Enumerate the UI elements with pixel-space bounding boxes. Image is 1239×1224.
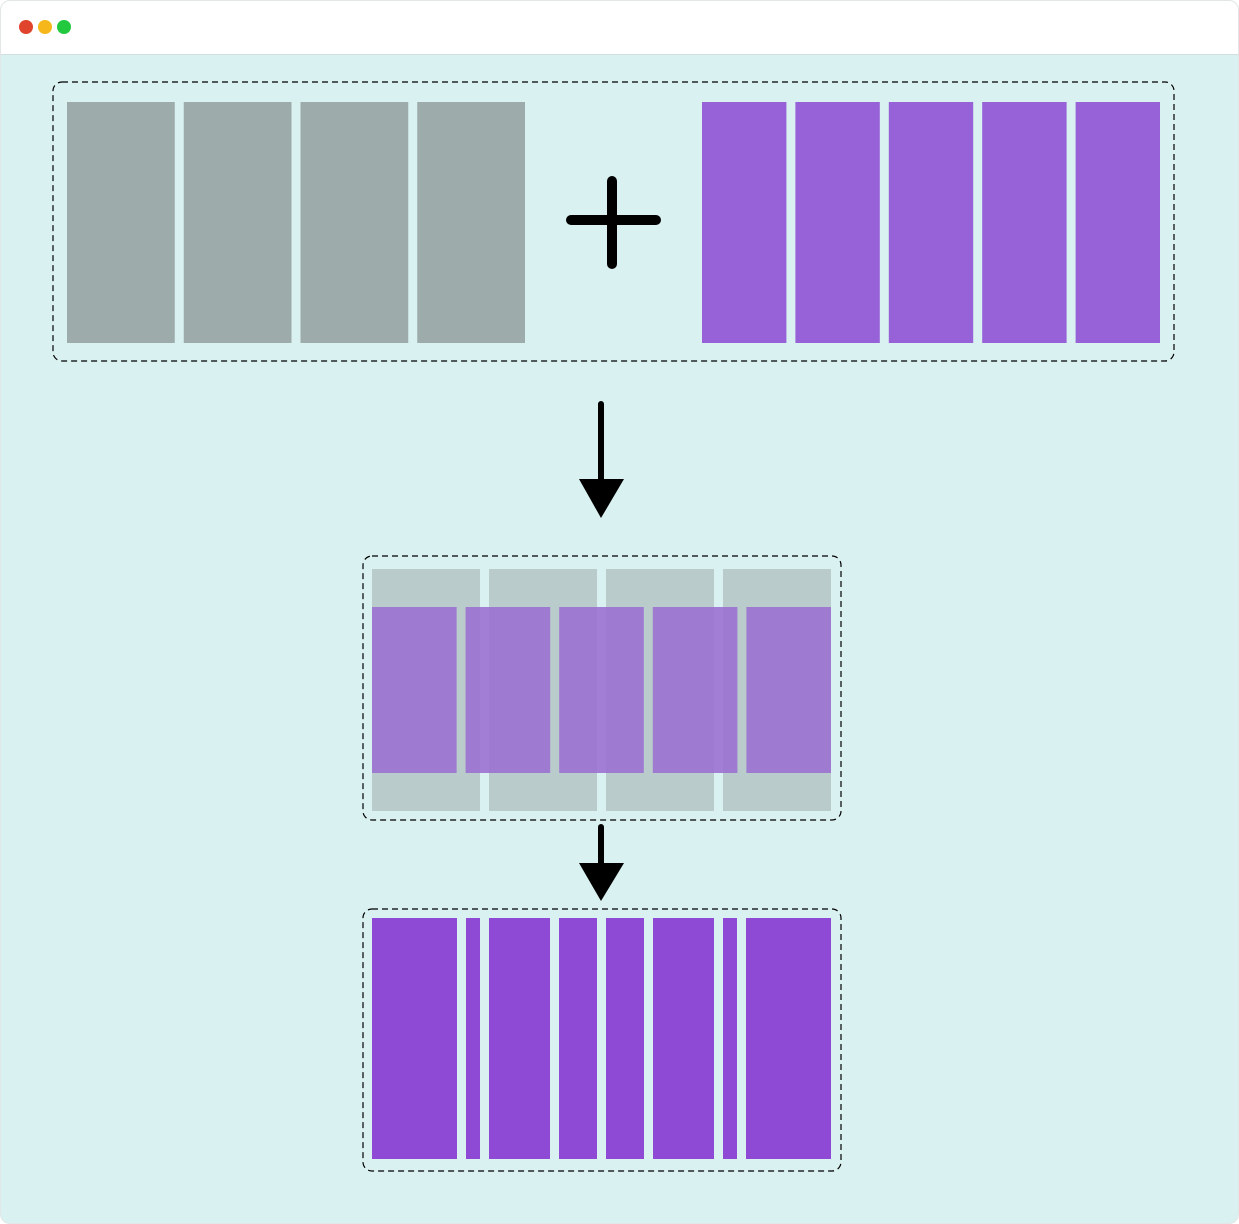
gray-column — [183, 102, 292, 343]
purple-column — [702, 102, 787, 343]
result-column — [653, 918, 714, 1159]
purple-column — [1075, 102, 1160, 343]
input-grid-b — [702, 102, 1160, 343]
purple-column — [982, 102, 1067, 343]
overlay-purple-column — [465, 607, 551, 773]
input-panel — [52, 81, 1175, 362]
result-column — [372, 918, 457, 1159]
gray-column — [300, 102, 409, 343]
arrow-down-icon — [579, 401, 624, 518]
maximize-button[interactable] — [57, 20, 71, 34]
overlay-purple-column — [372, 607, 457, 773]
result-column — [559, 918, 597, 1159]
purple-column — [795, 102, 880, 343]
result-panel-border — [362, 908, 842, 1172]
result-column — [489, 918, 550, 1159]
overlay-purple-column — [746, 607, 831, 773]
gray-column — [67, 102, 175, 343]
input-panel-border — [52, 81, 1175, 362]
result-column — [723, 918, 737, 1159]
result-column — [606, 918, 644, 1159]
result-column — [466, 918, 480, 1159]
input-grid-a — [67, 102, 525, 343]
purple-column — [888, 102, 974, 343]
result-column — [746, 918, 831, 1159]
overlay-purple-column — [652, 607, 738, 773]
title-bar — [1, 1, 1238, 55]
overlay-panel — [362, 555, 842, 821]
overlay-purple-column — [559, 607, 644, 773]
overlay-panel-border — [362, 555, 842, 821]
minimize-button[interactable] — [38, 20, 52, 34]
arrow-down-icon — [579, 824, 624, 901]
gray-column — [417, 102, 525, 343]
overlay-grid-b — [372, 607, 831, 773]
plus-icon — [566, 176, 661, 269]
close-button[interactable] — [19, 20, 33, 34]
result-grid — [372, 918, 831, 1159]
result-panel — [362, 908, 842, 1172]
